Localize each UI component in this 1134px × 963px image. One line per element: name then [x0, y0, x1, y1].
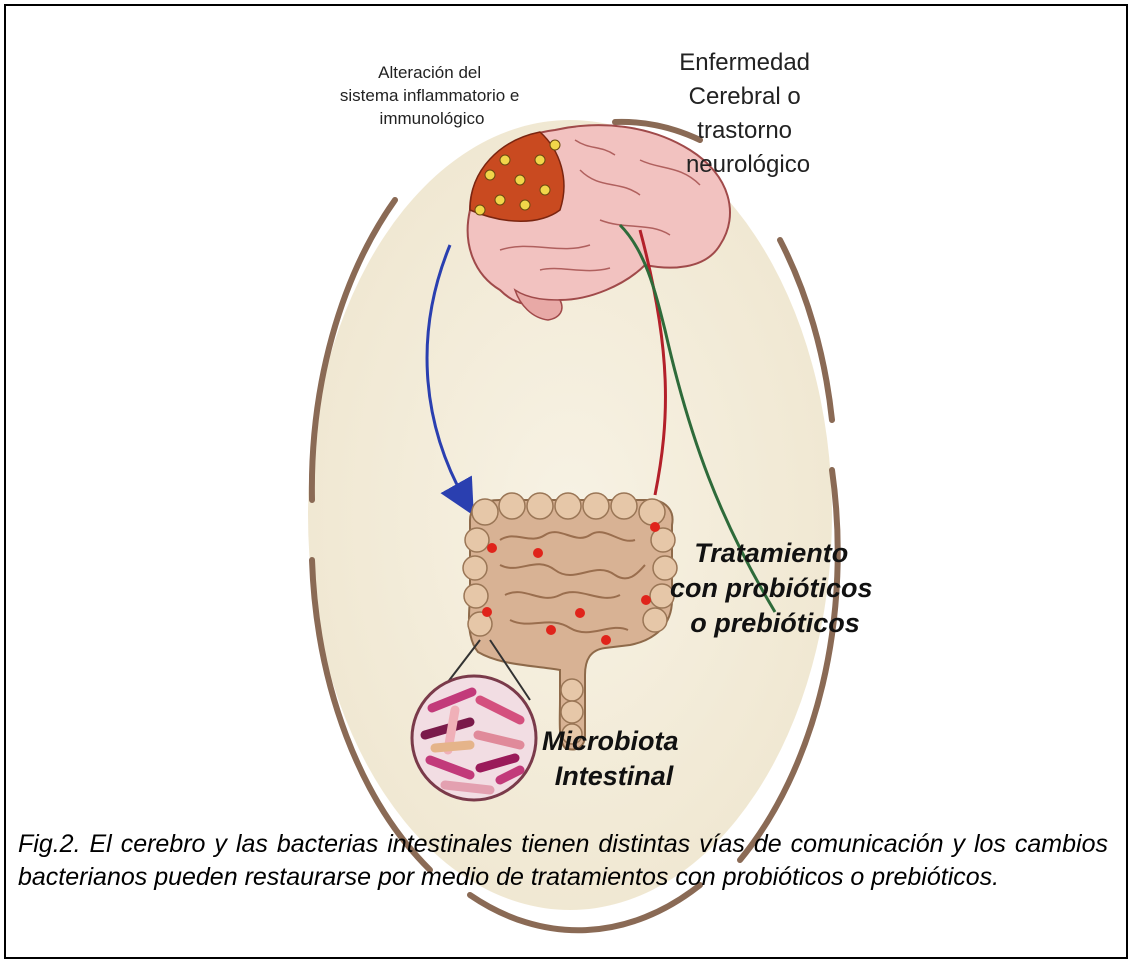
label-treatment: Tratamiento con probióticos o prebiótico… — [670, 538, 880, 638]
figure-caption: Fig.2. El cerebro y las bacterias intest… — [18, 828, 1108, 894]
microbiota-magnified-circle — [412, 676, 536, 800]
label-inflammation: Alteración del sistema inflammatorio e i… — [340, 63, 524, 128]
label-brain-disease: Enfermedad Cerebral o trastorno neurológ… — [679, 49, 816, 178]
